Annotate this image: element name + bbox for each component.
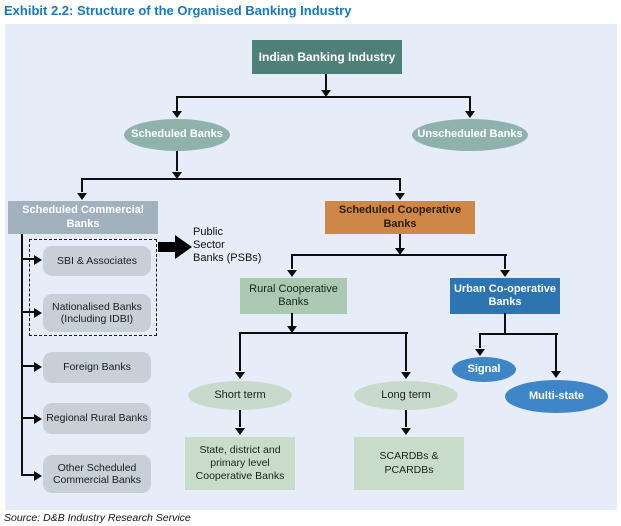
node-rural-cooperative-banks: Rural Cooperative Banks — [240, 278, 347, 314]
connector-line — [21, 258, 34, 260]
arrowhead-down-icon — [172, 111, 182, 118]
node-foreign-banks: Foreign Banks — [43, 352, 151, 383]
arrowhead-right-icon — [34, 362, 42, 372]
node-urban-cooperative-banks: Urban Co-operative Banks — [450, 278, 560, 314]
node-long-term: Long term — [354, 381, 458, 410]
connector-line — [399, 234, 401, 248]
arrowhead-down-icon — [475, 349, 485, 356]
arrowhead-down-icon — [395, 248, 405, 255]
arrowhead-down-icon — [500, 270, 510, 277]
node-regional-rural-banks: Regional Rural Banks — [43, 403, 151, 434]
connector-line — [405, 334, 407, 371]
connector-line — [479, 335, 481, 348]
arrowhead-down-icon — [172, 172, 182, 179]
node-signal: Signal — [452, 357, 516, 382]
connector-line — [504, 313, 506, 335]
node-nationalised-banks: Nationalised Banks (Including IDBI) — [43, 294, 151, 332]
arrowhead-down-icon — [401, 372, 411, 379]
connector-line — [479, 333, 558, 335]
connector-line — [504, 256, 506, 269]
node-scardbs-pcardbs: SCARDBs & PCARDBs — [354, 437, 464, 490]
connector-line — [291, 254, 507, 256]
connector-line — [469, 98, 471, 111]
node-multi-state: Multi-state — [505, 380, 608, 413]
connector-line — [239, 332, 408, 334]
connector-line — [325, 74, 327, 90]
node-state-district-primary-cooperative-banks: State, district and primary level Cooper… — [185, 437, 295, 490]
node-other-scheduled-commercial-banks: Other Scheduled Commercial Banks — [43, 455, 151, 493]
connector-line — [555, 335, 557, 371]
node-unscheduled-banks: Unscheduled Banks — [412, 119, 528, 151]
arrowhead-down-icon — [235, 428, 245, 435]
connector-line — [21, 417, 34, 419]
node-scheduled-commercial-banks: Scheduled Commercial Banks — [8, 201, 158, 234]
connector-line — [239, 334, 241, 371]
arrowhead-down-icon — [287, 270, 297, 277]
connector-line — [176, 151, 178, 171]
connector-line — [239, 410, 241, 427]
connector-line — [291, 313, 293, 326]
arrowhead-right-icon — [34, 471, 42, 481]
public-sector-dashed-group — [29, 239, 157, 336]
node-short-term: Short term — [188, 381, 292, 410]
connector-line — [176, 96, 471, 98]
label-public-sector-banks: Public Sector Banks (PSBs) — [193, 226, 262, 265]
arrowhead-down-icon — [235, 372, 245, 379]
connector-line — [81, 180, 83, 192]
connector-line — [176, 98, 178, 111]
node-scheduled-cooperative-banks: Scheduled Cooperative Banks — [325, 201, 475, 234]
connector-line — [81, 178, 401, 180]
connector-line — [291, 256, 293, 269]
connector-line — [21, 474, 34, 476]
node-indian-banking-industry: Indian Banking Industry — [252, 40, 402, 74]
connector-line — [405, 410, 407, 427]
connector-line — [399, 180, 401, 191]
psb-arrowhead-icon — [175, 235, 192, 259]
node-sbi-associates: SBI & Associates — [43, 246, 151, 276]
node-scheduled-banks: Scheduled Banks — [124, 119, 230, 151]
arrowhead-down-icon — [287, 326, 297, 333]
arrowhead-right-icon — [34, 308, 42, 318]
page-title: Exhibit 2.2: Structure of the Organised … — [4, 3, 352, 18]
arrowhead-down-icon — [551, 371, 561, 378]
connector-line — [21, 365, 34, 367]
psb-arrow-icon — [158, 242, 175, 252]
connector-line — [21, 234, 23, 476]
arrowhead-down-icon — [465, 111, 475, 118]
arrowhead-right-icon — [34, 414, 42, 424]
arrowhead-down-icon — [401, 428, 411, 435]
arrowhead-down-icon — [77, 193, 87, 200]
arrowhead-down-icon — [395, 193, 405, 200]
arrowhead-down-icon — [321, 90, 331, 97]
connector-line — [21, 311, 34, 313]
arrowhead-right-icon — [34, 255, 42, 265]
source-note: Source: D&B Industry Research Service — [4, 512, 191, 524]
